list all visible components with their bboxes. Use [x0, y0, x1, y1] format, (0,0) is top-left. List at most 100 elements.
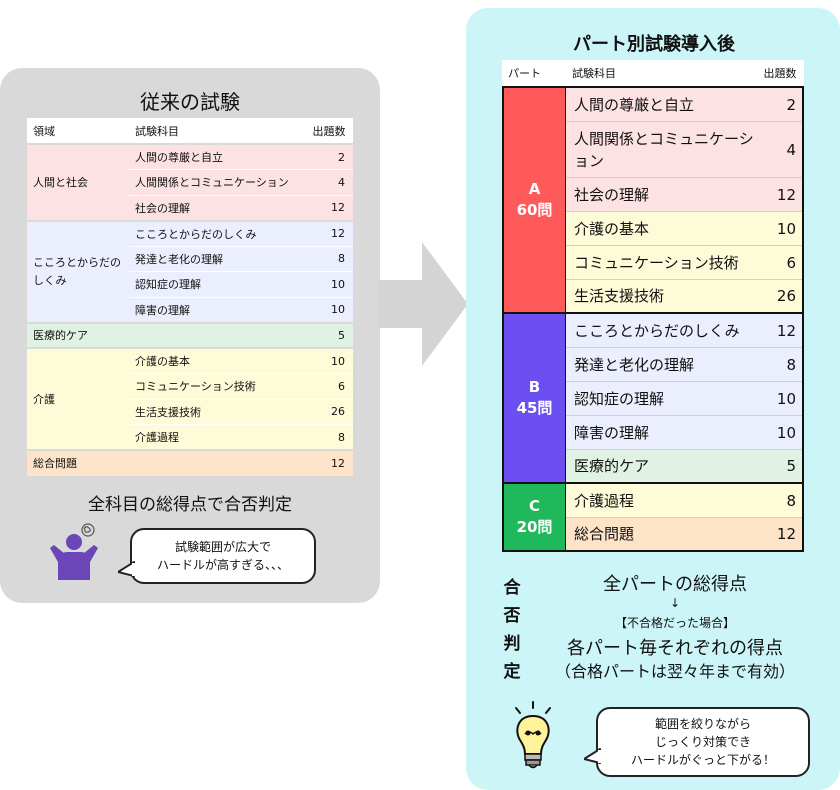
table-row: 人間の尊厳と自立 2: [566, 88, 802, 122]
count-cell: 8: [786, 355, 796, 374]
judgement-line-fail: 【不合格だった場合】: [614, 616, 735, 630]
part-a-block: A 60問 人間の尊厳と自立 2 人間関係とコミュニケーション 4 社会の理解 …: [502, 86, 804, 314]
subject-cell: 障害の理解: [574, 423, 650, 442]
count-cell: 2: [305, 144, 353, 170]
table-row: 社会の理解 12: [27, 195, 353, 221]
subject-cell: 生活支援技術: [129, 399, 305, 425]
subject-cell: 人間の尊厳と自立: [129, 144, 305, 170]
table-row: 総合問題 12: [566, 518, 802, 550]
new-exam-table-header: パート 試験科目 出題数: [502, 60, 804, 86]
area-cell: こころとからだのしくみ: [27, 220, 129, 323]
subject-cell: 発達と老化の理解: [129, 246, 305, 272]
header-count: 出題数: [763, 67, 797, 80]
bubble-line: 範囲を絞りながら: [654, 717, 751, 731]
table-row: コミュニケーション技術 6: [27, 373, 353, 400]
table-row: 介護 介護の基本 10: [27, 348, 353, 450]
subject-cell: 障害の理解: [129, 297, 305, 323]
header-count: 出題数: [305, 118, 353, 145]
part-total: 45問: [516, 399, 553, 417]
table-row: 人間と社会 人間の尊厳と自立 2: [27, 144, 353, 221]
bubble-line: ハードルがぐっと下がる！: [630, 753, 775, 767]
table-row: 生活支援技術 26: [27, 399, 353, 425]
subject-cell: 発達と老化の理解: [574, 355, 695, 374]
table-row: 障害の理解 10: [27, 297, 353, 323]
part-c-rows: 介護過程 8 総合問題 12: [566, 484, 802, 550]
header-area: 領域: [27, 118, 129, 145]
subject-cell: 社会の理解: [129, 195, 305, 221]
subject-cell: こころとからだのしくみ: [574, 321, 740, 340]
count-cell: 2: [786, 95, 796, 114]
subject-cell: 介護過程: [129, 424, 305, 450]
subject-cell: こころとからだのしくみ: [129, 220, 305, 247]
table-row: 介護過程 8: [27, 424, 353, 450]
count-cell: 10: [776, 389, 796, 408]
count-cell: 12: [305, 220, 353, 247]
header-subject: 試験科目: [572, 67, 616, 80]
old-exam-panel: 従来の試験 領域 試験科目 出題数 人間と社会 人間の尊厳と自立 2 人間関係と…: [0, 68, 380, 603]
bubble-line: ハードルが高すぎる、、、: [156, 558, 289, 572]
count-cell: 4: [786, 140, 796, 159]
group-mind-body: こころとからだのしくみ こころとからだのしくみ 12 発達と老化の理解 8 認知…: [27, 220, 353, 323]
table-row: 介護過程 8: [566, 484, 802, 518]
group-care: 介護 介護の基本 10 コミュニケーション技術 6 生活支援技術 26 介護過程…: [27, 348, 353, 450]
table-row: 認知症の理解 10: [27, 271, 353, 298]
part-c-block: C 20問 介護過程 8 総合問題 12: [502, 482, 804, 552]
table-row: コミュニケーション技術 6: [566, 246, 802, 280]
group-comprehensive: 総合問題 12: [27, 450, 353, 476]
header-subject: 試験科目: [129, 118, 305, 145]
subject-cell: 人間関係とコミュニケーション: [129, 169, 305, 196]
subject-cell: 認知症の理解: [574, 389, 665, 408]
old-exam-title: 従来の試験: [140, 90, 240, 114]
count-cell: 12: [776, 321, 796, 340]
header-part: パート: [508, 67, 541, 80]
part-b-label: B 45問: [504, 314, 566, 482]
table-row: 医療的ケア 5: [27, 322, 353, 348]
count-cell: 10: [305, 271, 353, 298]
count-cell: 5: [305, 322, 353, 348]
table-row: 生活支援技術 26: [566, 280, 802, 312]
subject-cell: 社会の理解: [574, 185, 650, 204]
subject-cell: コミュニケーション技術: [129, 373, 305, 400]
part-letter: A: [528, 180, 541, 198]
table-row: 医療的ケア 5: [566, 450, 802, 482]
count-cell: 10: [776, 219, 796, 238]
table-row: 発達と老化の理解 8: [566, 348, 802, 382]
table-row: 障害の理解 10: [566, 416, 802, 450]
count-cell: 10: [305, 297, 353, 323]
part-c-label: C 20問: [504, 484, 566, 550]
count-cell: 10: [776, 423, 796, 442]
subject-cell: 人間関係とコミュニケーション: [574, 129, 754, 170]
group-human-society: 人間と社会 人間の尊厳と自立 2 人間関係とコミュニケーション 4 社会の理解 …: [27, 144, 353, 221]
count-cell: 6: [786, 253, 796, 272]
count-cell: 12: [305, 195, 353, 221]
bubble-tail-icon: [118, 561, 136, 577]
group-medical-care: 医療的ケア 5: [27, 322, 353, 348]
area-cell: 医療的ケア: [27, 322, 305, 348]
count-cell: 8: [305, 424, 353, 450]
count-cell: 12: [305, 450, 353, 476]
bubble-line: じっくり対策でき: [654, 735, 751, 749]
right-arrow-icon: [378, 242, 468, 366]
judgement-vertical-label: 合否判定: [503, 578, 521, 682]
count-cell: 26: [305, 399, 353, 425]
count-cell: 8: [305, 246, 353, 272]
part-b-block: B 45問 こころとからだのしくみ 12 発達と老化の理解 8 認知症の理解 1…: [502, 312, 804, 484]
subject-cell: 介護の基本: [129, 348, 305, 374]
light-bulb-icon: [515, 701, 551, 769]
old-exam-table: 領域 試験科目 出題数 人間と社会 人間の尊厳と自立 2 人間関係とコミュニケー…: [27, 118, 353, 476]
table-row: こころとからだのしくみ こころとからだのしくみ 12: [27, 220, 353, 323]
part-total: 60問: [516, 201, 553, 219]
part-a-rows: 人間の尊厳と自立 2 人間関係とコミュニケーション 4 社会の理解 12 介護の…: [566, 88, 802, 312]
part-total: 20問: [516, 518, 553, 536]
old-exam-judgement: 全科目の総得点で合否判定: [88, 495, 292, 515]
table-row: 発達と老化の理解 8: [27, 246, 353, 272]
count-cell: 10: [305, 348, 353, 374]
table-row: 介護の基本 10: [566, 212, 802, 246]
subject-cell: 総合問題: [574, 525, 635, 543]
count-cell: 5: [786, 457, 796, 475]
positive-speech-bubble: 範囲を絞りながら じっくり対策でき ハードルがぐっと下がる！: [584, 707, 810, 777]
new-exam-title: パート別試験導入後: [573, 34, 735, 55]
subject-cell: 生活支援技術: [574, 287, 665, 305]
count-cell: 12: [776, 185, 796, 204]
subject-cell: 認知症の理解: [129, 271, 305, 298]
